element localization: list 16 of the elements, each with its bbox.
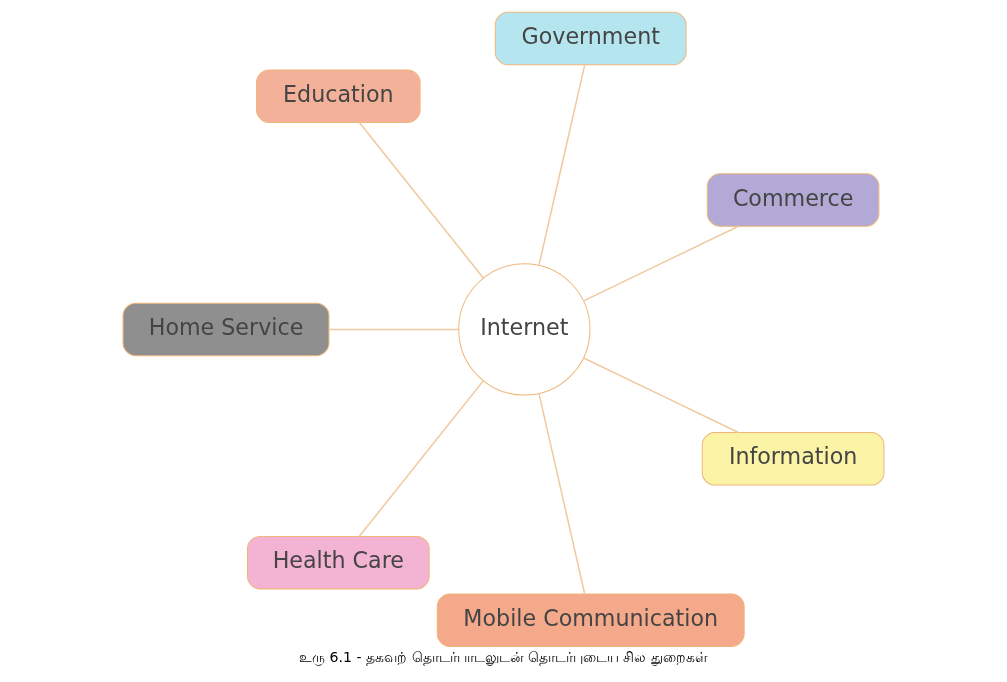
node-circle: Internet [458,263,591,396]
connector [328,328,460,331]
caption: உரு 6.1 - தகவற் தொடர்பாடலுடன் தொடர்புடைய சில துறைகள் [299,648,708,665]
node-box: Education [256,69,421,123]
node-box: Home Service [122,302,330,357]
connector [358,121,485,279]
node-box: Commerce [706,173,880,227]
connector [538,392,586,595]
connector [582,357,740,434]
node-box: Information [701,432,885,486]
connector [582,225,740,302]
node-box: Government [494,11,687,66]
node-box: Health Care [246,535,430,590]
connector [358,380,485,537]
node-box: Mobile Communication [436,593,745,647]
connector [538,64,586,266]
